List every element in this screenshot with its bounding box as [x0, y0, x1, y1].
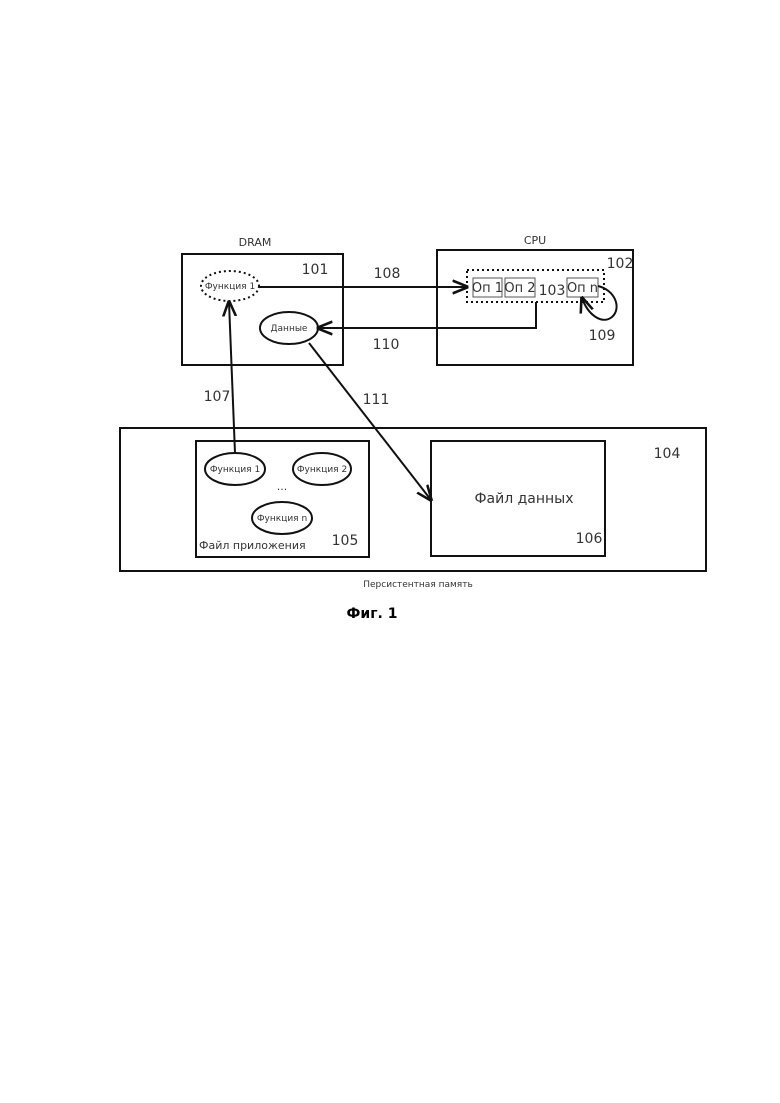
- dram-data-label: Данные: [271, 324, 308, 334]
- app-file-label: Файл приложения: [199, 539, 306, 552]
- persistent-memory-ref: 104: [654, 446, 681, 462]
- dram-function-label: Функция 1: [205, 282, 255, 292]
- pipeline-ref: 103: [539, 283, 566, 299]
- app-function-label: Функция n: [257, 514, 307, 524]
- arrow-107: [229, 302, 235, 453]
- arrow-111-label: 111: [363, 392, 390, 408]
- cpu-title: CPU: [524, 234, 546, 247]
- arrow-107-label: 107: [204, 389, 231, 405]
- figure-caption: Фиг. 1: [347, 606, 398, 622]
- arrow-110-label: 110: [373, 337, 400, 353]
- arrow-109-label: 109: [589, 328, 616, 344]
- data-file-ref: 106: [576, 531, 603, 547]
- dram-ref: 101: [302, 262, 329, 278]
- app-function-label: Функция 1: [210, 465, 260, 475]
- cpu-ref: 102: [607, 256, 634, 272]
- op-label: Оп n: [567, 281, 598, 296]
- data-file-label: Файл данных: [474, 491, 573, 507]
- op-label: Оп 2: [504, 281, 535, 296]
- dram-title: DRAM: [239, 236, 272, 249]
- arrow-108-label: 108: [374, 266, 401, 282]
- op-label: Оп 1: [472, 281, 503, 296]
- app-file-ref: 105: [332, 533, 359, 549]
- arrow-110: [318, 302, 536, 328]
- persistent-memory-title: Персистентная память: [363, 580, 473, 590]
- app-function-label: Функция 2: [297, 465, 347, 475]
- app-function-ellipsis: ...: [277, 480, 288, 493]
